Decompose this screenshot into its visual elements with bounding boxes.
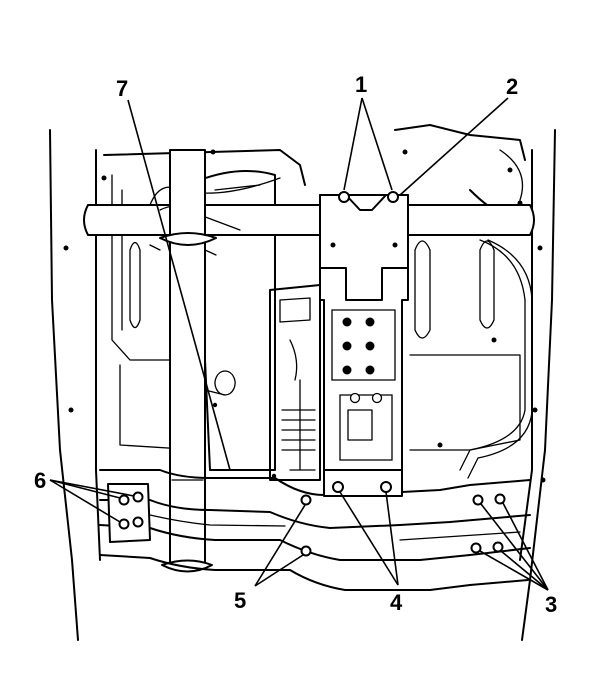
fuel-tank — [199, 170, 276, 471]
left-frame-rail — [49, 129, 101, 641]
callout-3: 3 — [545, 592, 557, 617]
callout-leaders — [49, 97, 549, 591]
callout-6: 6 — [34, 468, 46, 493]
upper-mount-bolts — [338, 191, 399, 203]
lower-mount-bolts — [332, 481, 392, 493]
crossmember-bolts-left — [300, 494, 312, 557]
brake-lines-right — [459, 149, 533, 479]
crossmember-bracket — [319, 194, 409, 497]
exhaust-pipe — [149, 149, 217, 573]
transmission-assembly — [269, 284, 321, 481]
rear-crossmember — [99, 469, 531, 591]
floor-pan — [101, 124, 526, 451]
callout-7: 7 — [116, 76, 128, 101]
right-frame-rail — [519, 129, 556, 641]
callout-5: 5 — [234, 588, 246, 613]
callout-2: 2 — [506, 74, 518, 99]
crossmember-bolts-right — [470, 493, 506, 554]
callout-1: 1 — [355, 72, 367, 97]
left-bracket — [107, 483, 151, 543]
callout-4: 4 — [390, 590, 403, 615]
